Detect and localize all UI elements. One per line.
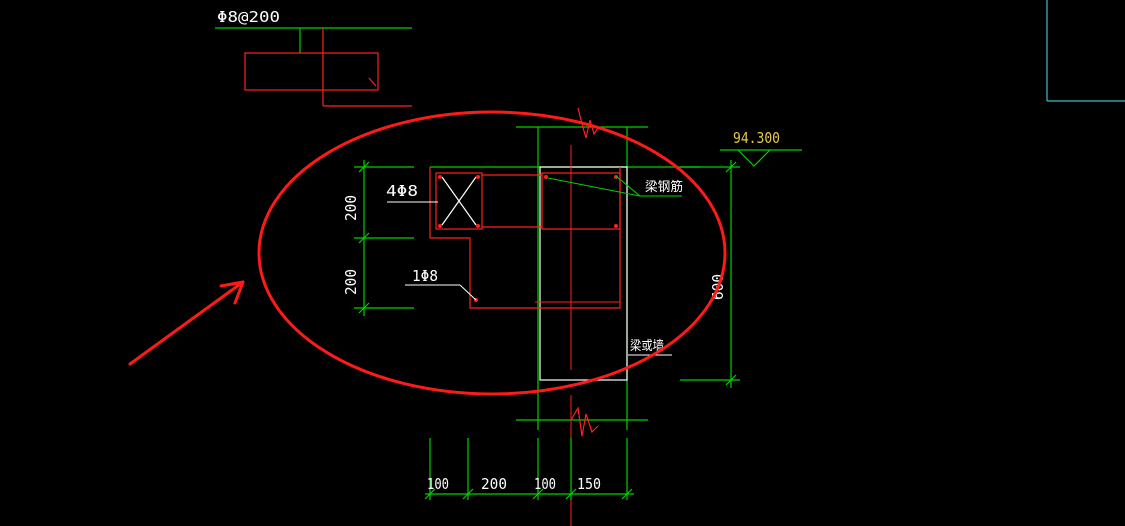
- horizontal-dimension: [424, 438, 634, 500]
- corner-bars-label: 4Φ8: [386, 182, 418, 200]
- single-bar-label: 1Φ8: [412, 267, 438, 285]
- dim-vertical-bottom: 200: [342, 269, 360, 295]
- stirrup-detail: Φ8@200: [215, 8, 412, 107]
- beam-or-wall-label: 梁或墙: [630, 339, 664, 354]
- elevation-marker: 94.300: [720, 129, 802, 167]
- rebar-cage: [435, 172, 621, 230]
- elevation-label: 94.300: [733, 129, 780, 147]
- dim-horizontal-2: 200: [481, 475, 507, 493]
- l-section-outline: [429, 167, 621, 309]
- beam-rebar-leaders: [547, 175, 682, 197]
- beam-or-wall-box: [539, 166, 628, 381]
- rebar-points: [438, 175, 618, 302]
- beam-rebar-label: 梁钢筋: [645, 179, 683, 195]
- dim-horizontal-1: 100: [427, 475, 449, 493]
- pointer-arrow: [128, 280, 245, 366]
- stirrup-spec-label: Φ8@200: [217, 8, 280, 26]
- viewport-frame-fragment: [1046, 0, 1125, 102]
- dim-vertical-top: 200: [342, 195, 360, 221]
- break-line-bottom: [570, 406, 599, 437]
- highlight-ellipse: [257, 110, 727, 396]
- vertical-dimension-left: [354, 160, 414, 316]
- vertical-dimension-right: [680, 160, 740, 388]
- dim-horizontal-3: 100: [534, 475, 556, 493]
- cage-cross: [441, 176, 477, 226]
- dim-horizontal-4: 150: [577, 475, 601, 493]
- center-lines: [535, 145, 620, 526]
